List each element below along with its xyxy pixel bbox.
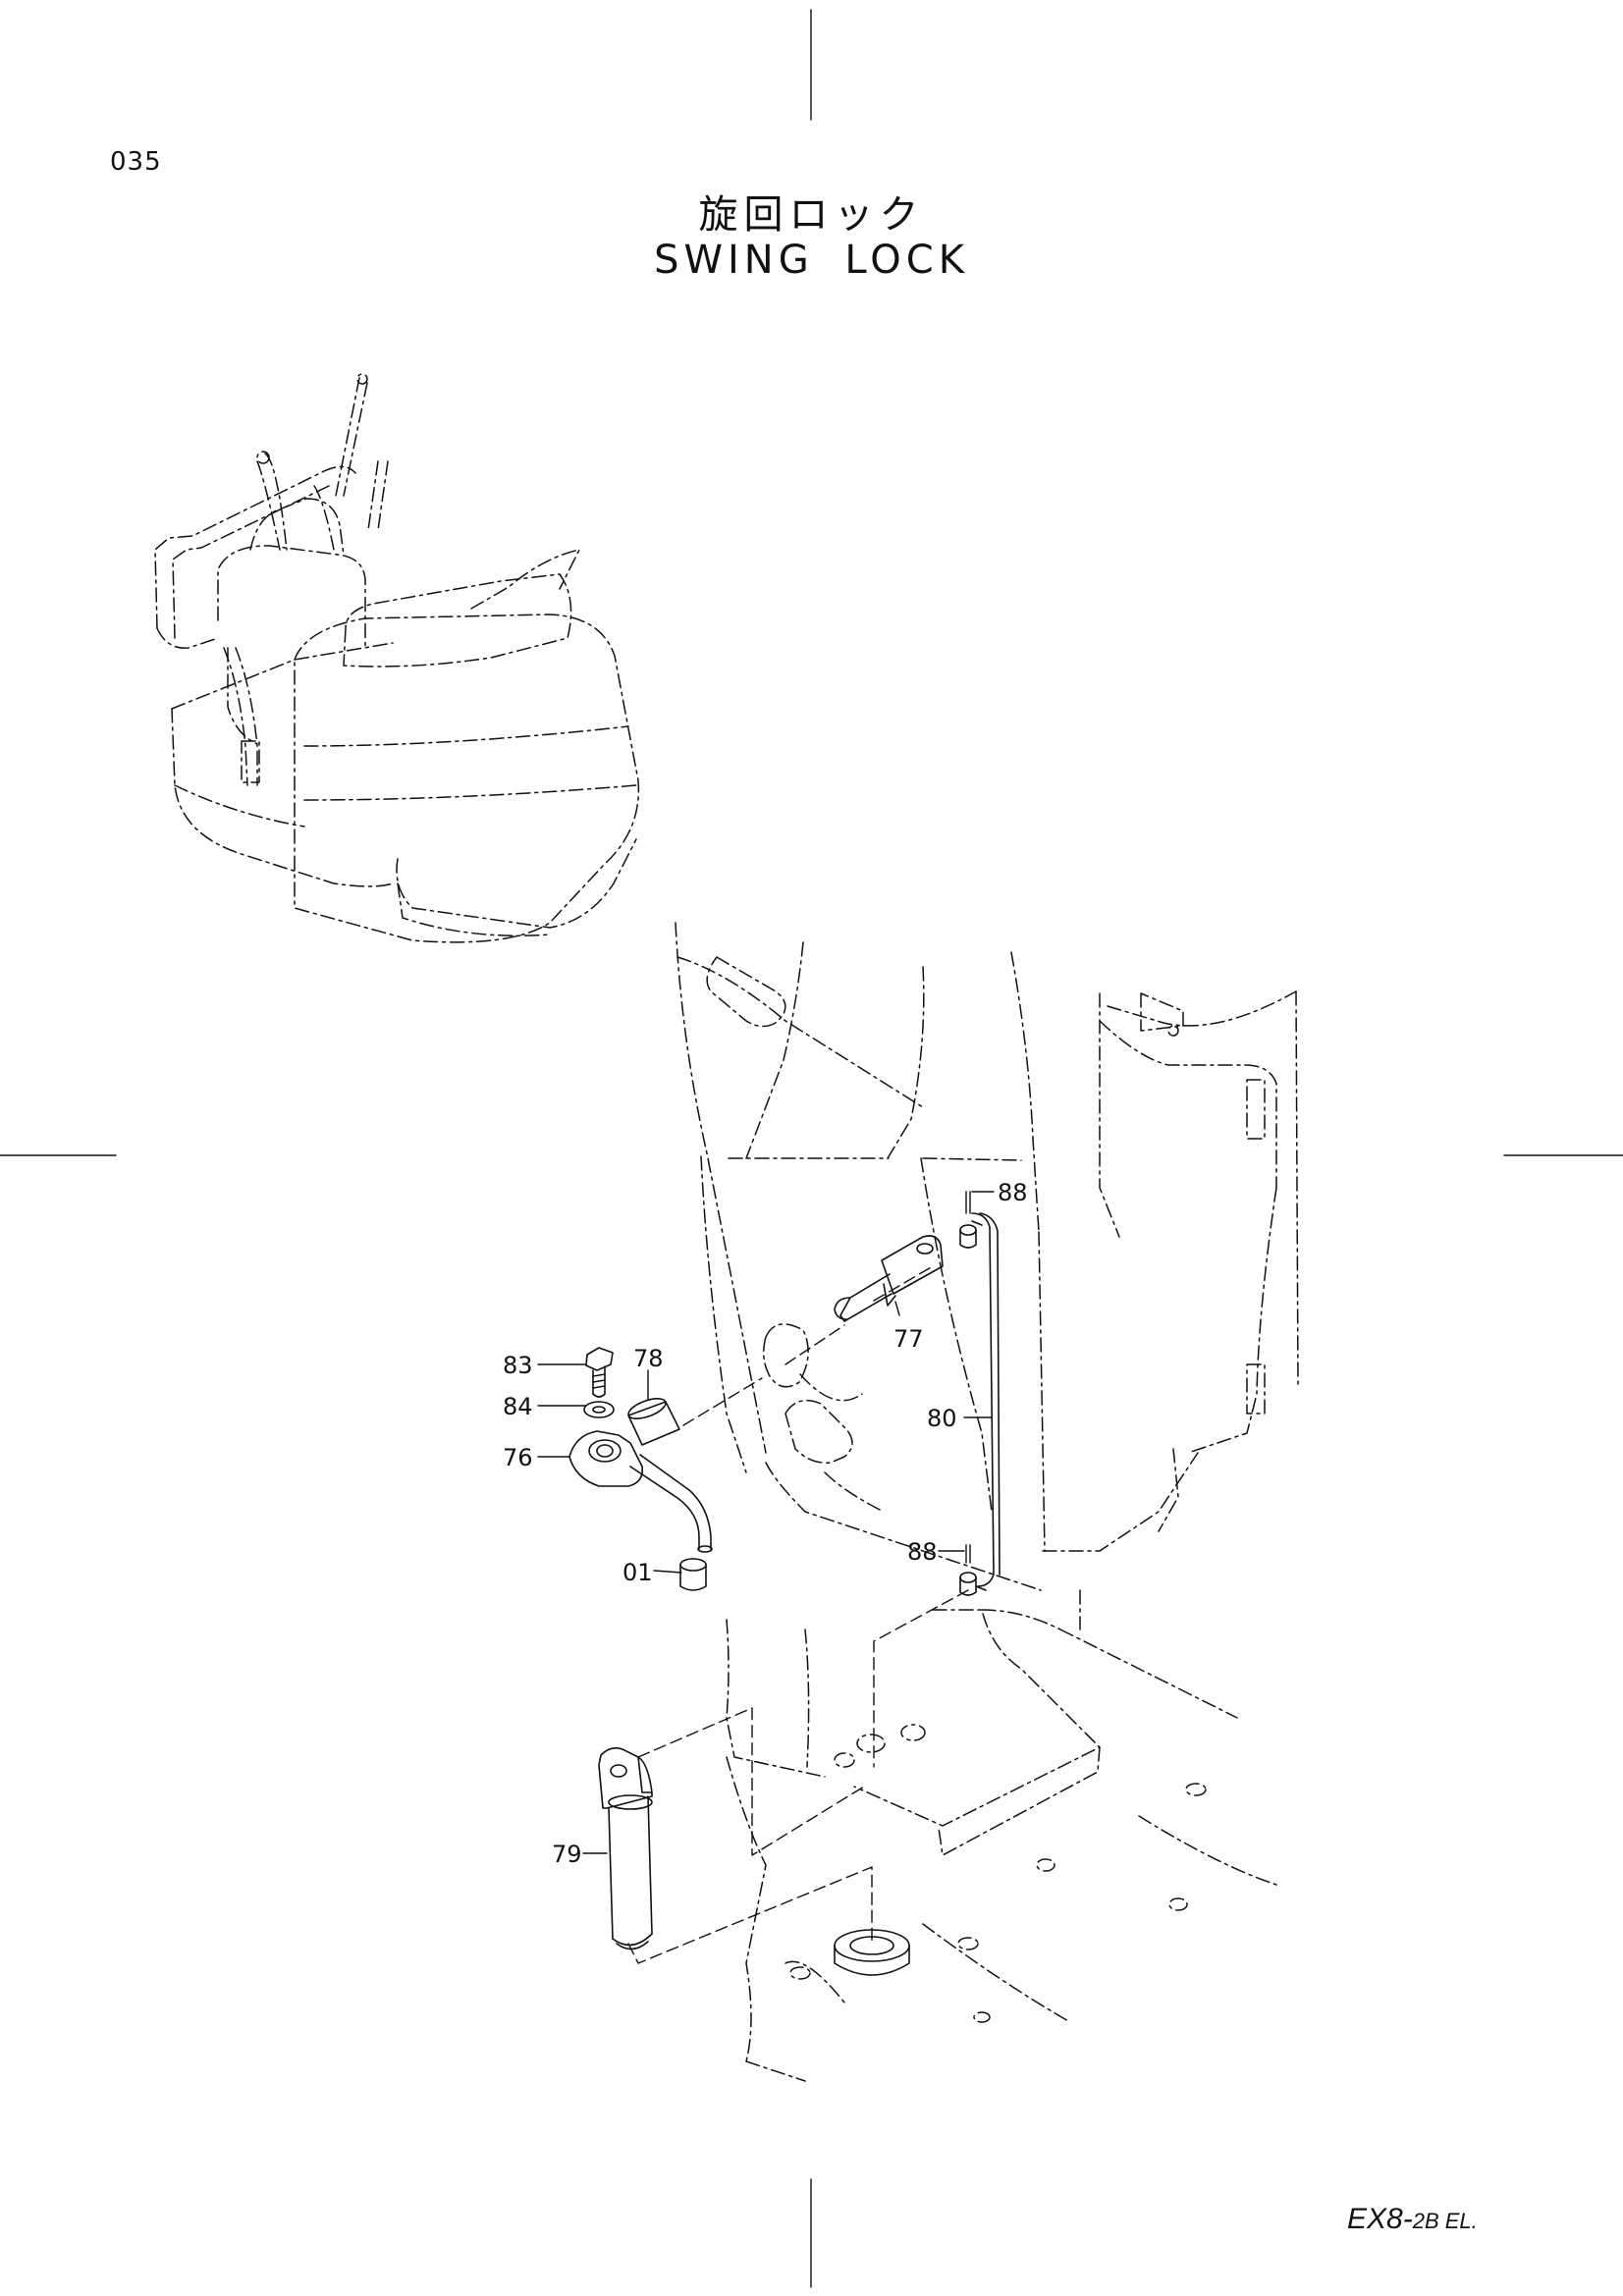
callout-84: 84 xyxy=(503,1393,533,1420)
pin-77 xyxy=(834,1235,944,1322)
bolt-83 xyxy=(585,1347,614,1398)
callout-77: 77 xyxy=(893,1325,924,1353)
callout-83: 83 xyxy=(503,1352,533,1379)
callout-labels: 83 84 76 78 77 80 88 88 01 79 xyxy=(503,1179,1028,1868)
washer-84 xyxy=(583,1401,615,1418)
operator-seat-overview xyxy=(154,373,640,943)
callout-78: 78 xyxy=(633,1345,664,1372)
page-title-english: SWING LOCK xyxy=(654,238,969,283)
callout-80: 80 xyxy=(927,1405,957,1432)
grip-01 xyxy=(679,1558,707,1591)
model-code: EX8-2B EL. xyxy=(1347,2203,1478,2236)
lock-pin-79 xyxy=(598,1747,653,1950)
model-code-main: EX8- xyxy=(1347,2203,1413,2235)
base-plate xyxy=(726,1589,1277,2082)
page-number: 035 xyxy=(110,147,162,177)
cotter-pin-88-upper xyxy=(965,1191,971,1214)
lever-76 xyxy=(568,1430,713,1553)
crop-marks xyxy=(0,9,1623,2288)
callout-76: 76 xyxy=(503,1444,533,1471)
callout-01: 01 xyxy=(622,1559,653,1586)
swing-lock-housing xyxy=(675,922,1299,1591)
callout-79: 79 xyxy=(552,1841,582,1868)
callout-leaders xyxy=(537,1191,995,1854)
page-title-japanese: 旋回ロック xyxy=(698,192,925,238)
assembly-guide-lines xyxy=(627,1265,969,1964)
bushing-78 xyxy=(627,1398,680,1446)
callout-88-upper: 88 xyxy=(998,1179,1028,1206)
cotter-pin-88-lower xyxy=(965,1544,971,1564)
rod-80 xyxy=(959,1212,1001,1596)
callout-88-lower: 88 xyxy=(907,1538,938,1566)
model-code-suffix: 2B EL. xyxy=(1412,2209,1478,2233)
